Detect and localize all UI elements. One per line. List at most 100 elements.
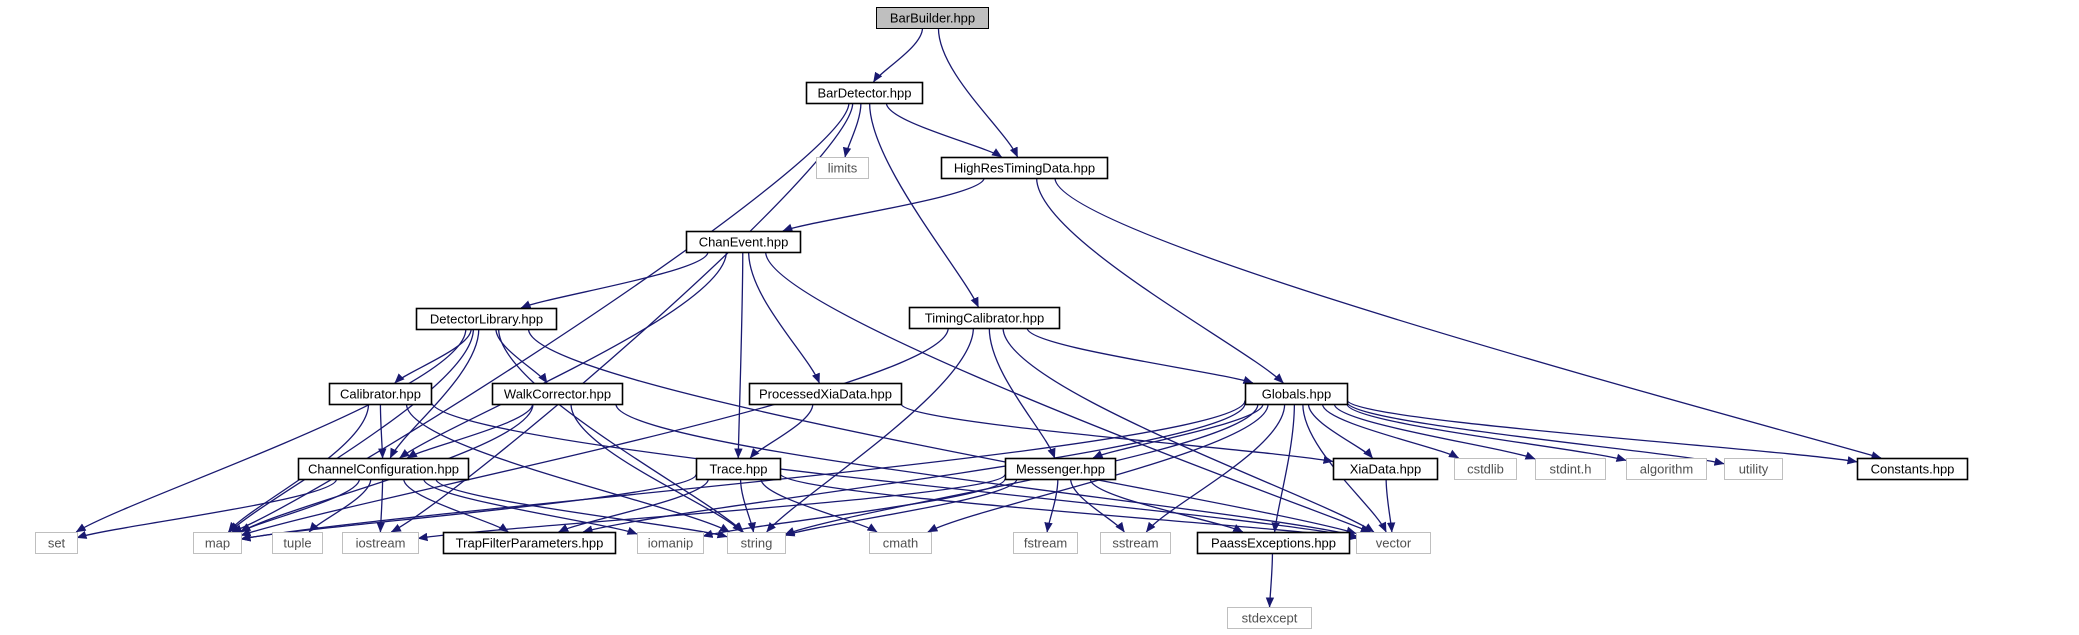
node-fstream: fstream	[1013, 532, 1078, 554]
node-iomanip-box	[637, 532, 704, 554]
node-set: set	[35, 532, 78, 554]
edge-walkcorr-to-chanconfig	[406, 403, 534, 459]
node-chanconfig[interactable]: ChannelConfiguration.hpp	[297, 457, 470, 481]
edge-highres-to-chanevent	[782, 177, 985, 232]
node-barbuilder-box	[876, 7, 989, 29]
node-paass[interactable]: PaassExceptions.hpp	[1196, 531, 1351, 555]
edge-chanconfig-to-iomanip	[423, 478, 638, 535]
edge-globals-to-utility	[1346, 401, 1725, 466]
node-highres-label: HighResTimingData.hpp	[954, 161, 1095, 176]
node-string: string	[727, 532, 786, 554]
edge-chanconfig-to-string	[435, 478, 728, 539]
node-globals[interactable]: Globals.hpp	[1244, 382, 1349, 406]
edge-highres-to-constants	[1054, 177, 1882, 460]
node-procxia-box	[748, 382, 903, 406]
node-detlib[interactable]: DetectorLibrary.hpp	[415, 307, 558, 331]
node-chanevent[interactable]: ChanEvent.hpp	[685, 230, 802, 254]
node-iostream: iostream	[342, 532, 419, 554]
node-cstdlib-label: cstdlib	[1467, 462, 1504, 477]
node-cmath-label: cmath	[883, 536, 918, 551]
node-cmath: cmath	[869, 532, 932, 554]
edge-detlib-to-map	[229, 328, 475, 533]
node-tuple-label: tuple	[283, 536, 311, 551]
node-timingcal[interactable]: TimingCalibrator.hpp	[908, 306, 1061, 330]
node-constants[interactable]: Constants.hpp	[1856, 457, 1969, 481]
node-vector-label: vector	[1376, 536, 1412, 551]
node-calibrator[interactable]: Calibrator.hpp	[328, 382, 433, 406]
edge-detlib-to-walkcorr	[495, 328, 548, 384]
edge-messenger-to-fstream	[1044, 478, 1059, 533]
node-sstream: sstream	[1100, 532, 1171, 554]
edge-chanconfig-to-map	[240, 478, 361, 533]
node-fstream-box	[1013, 532, 1078, 554]
node-stdexcept: stdexcept	[1227, 607, 1312, 629]
edge-globals-to-stdint	[1333, 403, 1536, 460]
node-procxia-label: ProcessedXiaData.hpp	[759, 387, 892, 402]
node-vector: vector	[1356, 532, 1431, 554]
node-detlib-label: DetectorLibrary.hpp	[430, 312, 543, 327]
edge-trace-to-cmath	[760, 478, 878, 533]
edge-timingcal-to-messenger	[988, 327, 1056, 459]
edge-procxia-to-trace	[749, 403, 814, 459]
edge-bardetector-to-highres	[885, 102, 1003, 158]
edge-xiadata-to-vector	[1385, 478, 1396, 533]
edge-timingcal-to-string	[766, 327, 975, 533]
edge-globals-to-sstream	[1145, 403, 1286, 533]
node-calibrator-box	[328, 382, 433, 406]
edge-globals-to-paass	[1271, 403, 1296, 533]
node-walkcorr-box	[491, 382, 624, 406]
node-utility-label: utility	[1739, 462, 1769, 477]
node-utility-box	[1724, 458, 1783, 480]
node-tuple: tuple	[272, 532, 323, 554]
node-xiadata[interactable]: XiaData.hpp	[1332, 457, 1439, 481]
node-procxia[interactable]: ProcessedXiaData.hpp	[748, 382, 903, 406]
node-detlib-box	[415, 307, 558, 331]
edge-barbuilder-to-bardetector	[872, 27, 924, 83]
node-stdint-label: stdint.h	[1550, 462, 1592, 477]
node-stdexcept-label: stdexcept	[1242, 611, 1298, 626]
edge-chanevent-to-procxia	[748, 251, 820, 384]
edge-chanevent-to-chanconfig	[399, 251, 727, 459]
node-trace-label: Trace.hpp	[709, 462, 767, 477]
node-highres[interactable]: HighResTimingData.hpp	[940, 156, 1109, 180]
node-trapfilter[interactable]: TrapFilterParameters.hpp	[442, 531, 617, 555]
node-limits-box	[816, 157, 869, 179]
node-xiadata-box	[1332, 457, 1439, 481]
edge-chanconfig-to-set	[76, 478, 338, 539]
node-messenger[interactable]: Messenger.hpp	[1004, 457, 1117, 481]
node-walkcorr[interactable]: WalkCorrector.hpp	[491, 382, 624, 406]
edge-messenger-to-iomanip	[702, 478, 1006, 538]
node-bardetector-box	[805, 81, 924, 105]
edge-walkcorr-to-string	[570, 403, 743, 533]
node-highres-box	[940, 156, 1109, 180]
node-paass-box	[1196, 531, 1351, 555]
node-sstream-label: sstream	[1112, 536, 1158, 551]
edge-timingcal-to-map	[240, 327, 949, 537]
edge-barbuilder-to-highres	[937, 27, 1019, 158]
edge-detlib-to-string	[498, 328, 744, 533]
edge-globals-to-trapfilter	[582, 403, 1246, 534]
node-limits-label: limits	[828, 161, 858, 176]
edge-detlib-to-vector	[527, 328, 1357, 535]
node-timingcal-label: TimingCalibrator.hpp	[925, 311, 1044, 326]
node-bardetector[interactable]: BarDetector.hpp	[805, 81, 924, 105]
node-constants-box	[1856, 457, 1969, 481]
node-barbuilder[interactable]: BarBuilder.hpp	[876, 7, 989, 29]
node-xiadata-label: XiaData.hpp	[1350, 462, 1422, 477]
edge-timingcal-to-vector	[1002, 327, 1375, 533]
node-iostream-label: iostream	[356, 536, 406, 551]
node-globals-label: Globals.hpp	[1262, 387, 1331, 402]
node-sstream-box	[1100, 532, 1171, 554]
node-trace[interactable]: Trace.hpp	[695, 457, 782, 481]
node-cmath-box	[869, 532, 932, 554]
edge-detlib-to-calibrator	[394, 328, 472, 384]
node-iomanip: iomanip	[637, 532, 704, 554]
node-fstream-label: fstream	[1024, 536, 1067, 551]
edge-bardetector-to-map	[231, 102, 850, 533]
edge-bardetector-to-timingcal	[868, 102, 979, 308]
edge-globals-to-cmath	[927, 403, 1269, 533]
edges-layer	[75, 27, 1882, 608]
node-stdint: stdint.h	[1535, 458, 1606, 480]
node-bardetector-label: BarDetector.hpp	[818, 86, 912, 101]
